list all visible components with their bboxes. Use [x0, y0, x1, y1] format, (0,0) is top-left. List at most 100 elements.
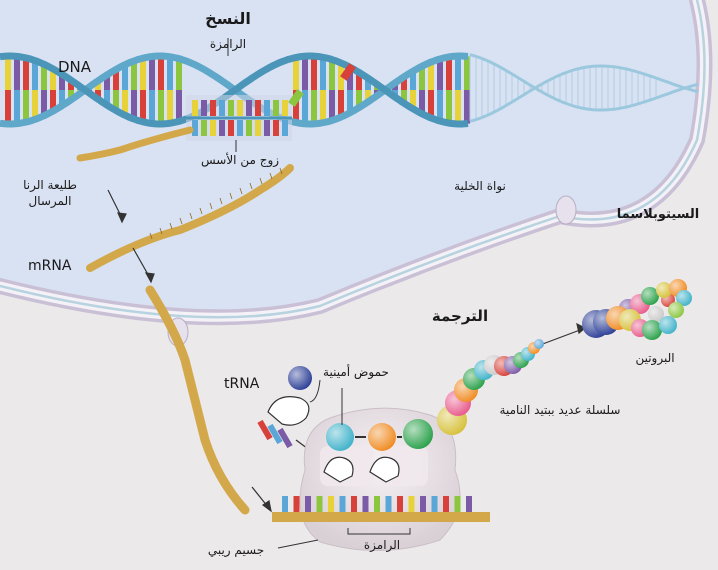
amino-acids-label: حموض أمينية [323, 364, 389, 380]
protein-residue-shine [668, 302, 684, 318]
mrna-base [374, 496, 380, 512]
dna-base [59, 90, 65, 106]
protein-label: البروتين [635, 351, 674, 366]
polypeptide-label: سلسلة عديد ببتيد النامية [500, 403, 621, 417]
dna-base [464, 56, 470, 90]
dna-base [293, 57, 299, 90]
dna-base [437, 58, 443, 90]
dna-base [95, 90, 101, 100]
dna-base [446, 90, 452, 124]
dna-base [23, 57, 29, 90]
mrna-base [282, 496, 288, 512]
mrna-nucleotide [229, 192, 233, 200]
pre-mrna-label-2: المرسال [29, 194, 72, 209]
mrna-base [385, 496, 392, 512]
template-base [255, 100, 261, 116]
mrna-base [305, 496, 311, 512]
dna-base [68, 80, 74, 90]
pre-mrna-label: طليعة الرنا [23, 178, 77, 193]
dna-base [122, 64, 128, 90]
dna-base [437, 90, 443, 122]
dna-base [131, 60, 137, 90]
mrna-base [420, 496, 426, 512]
dna-base [428, 90, 434, 118]
template-base [282, 120, 288, 136]
dna-base [320, 57, 326, 90]
amino-acid-trna-shine [288, 366, 312, 390]
nuclear-pore [555, 195, 577, 225]
mrna-nucleotide [199, 207, 203, 215]
template-base [255, 120, 261, 136]
mrna-nucleotide [209, 202, 213, 210]
dna-base [302, 56, 308, 90]
mrna-nucleotide [169, 222, 173, 230]
ribosome-label: جسيم ريبي [208, 543, 264, 558]
amino-acid-shine [403, 419, 433, 449]
mrna-strand-cytoplasm [145, 285, 250, 515]
mrna-base [293, 496, 300, 512]
transcription-heading: النسخ [205, 9, 251, 28]
dna-base [356, 72, 362, 90]
base-pair-label: زوج من الأسس [201, 152, 279, 168]
template-base [201, 120, 207, 136]
dna-base [329, 59, 335, 90]
mrna-base [316, 496, 323, 512]
dna-base [302, 90, 308, 124]
mrna-codon-bases [282, 496, 472, 512]
dna-base [428, 62, 434, 90]
dna-base [410, 90, 416, 109]
template-base [192, 120, 198, 136]
cytoplasm-label: السيتوبلاسما [617, 207, 699, 222]
template-base [273, 100, 279, 116]
mrna-nucleotide [239, 187, 243, 195]
dna-base [32, 60, 38, 90]
template-base [201, 100, 207, 116]
mrna-nucleotide [159, 227, 163, 235]
dna-base [32, 90, 38, 120]
mrna-nucleotide [279, 167, 283, 175]
translation-heading: الترجمة [432, 307, 488, 325]
dna-base [446, 56, 452, 90]
protein-residue-shine [648, 306, 664, 322]
dna-base [338, 90, 344, 118]
dna-base [176, 58, 182, 90]
dna-base [329, 90, 335, 121]
dna-base [311, 90, 317, 124]
template-base [264, 100, 270, 116]
dna-base [14, 90, 20, 124]
mrna-label: mRNA [28, 258, 72, 274]
protein-residue-shine [659, 316, 677, 334]
dna-base [5, 90, 11, 124]
dna-base [140, 90, 146, 122]
polypeptide-chain [288, 339, 544, 451]
dna-base [149, 56, 155, 90]
mrna-nucleotide [249, 182, 253, 190]
dna-label: DNA [58, 58, 92, 76]
dna-base [158, 56, 164, 90]
dna-double-helix [0, 52, 699, 128]
dna-base [95, 80, 101, 90]
dna-base [50, 68, 56, 90]
dna-base [23, 90, 29, 123]
dna-base [365, 78, 371, 90]
dna-base [41, 64, 47, 90]
dna-base [293, 90, 299, 123]
dna-base [104, 74, 110, 90]
dna-base [5, 56, 11, 90]
protein-residue-shine [642, 320, 662, 340]
dna-base [167, 90, 173, 124]
template-base [228, 100, 234, 116]
protein-residue-shine [676, 290, 692, 306]
label-leader [227, 38, 411, 549]
dna-base [311, 56, 317, 90]
dna-strand [469, 53, 699, 112]
dna-base-pairs [5, 54, 657, 124]
dna-base [365, 90, 371, 102]
mrna-base [339, 496, 346, 512]
mrna-nucleotide [269, 172, 273, 180]
template-base [192, 100, 198, 116]
trna-molecule [267, 396, 400, 483]
dna-base [410, 71, 416, 90]
